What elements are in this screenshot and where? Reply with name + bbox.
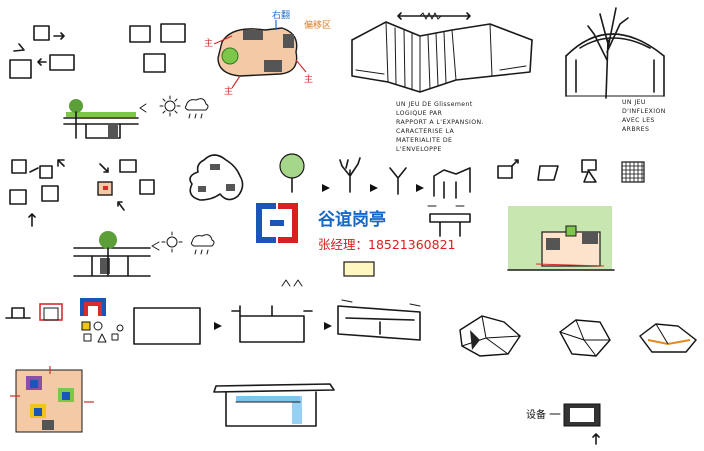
- watermark: 谷谊岗亭 张经理：18521360821: [256, 203, 455, 252]
- yellow-box-sketch: [281, 261, 375, 287]
- colored-plan-bottom: [10, 366, 94, 433]
- trefoil-plan-sketch: [189, 154, 244, 201]
- green-elevation-sketch: [507, 206, 615, 271]
- tree-evolution-sequence: [279, 153, 471, 237]
- french-note-2-line-1: UN JEU: [622, 99, 646, 106]
- pavilion-section-1: [63, 95, 209, 139]
- french-note-1-line-2: LOGIQUE PAR: [396, 110, 443, 117]
- equipment-label: 设备: [526, 408, 546, 421]
- arched-pavilion-with-tree: [565, 7, 665, 99]
- french-note-1-line-5: MATERIALITE DE: [396, 137, 452, 144]
- scattered-boxes-sketch: [9, 159, 65, 227]
- primitive-symbols: [81, 321, 124, 343]
- french-note-1-line-4: CARACTERISE LA: [396, 128, 454, 135]
- french-note-2-line-4: ARBRES: [622, 126, 649, 133]
- equipment-sketch: 设备: [526, 403, 601, 445]
- plan-label-blue: 右翻: [272, 9, 290, 21]
- building-perspective-blue-band: [213, 383, 335, 427]
- frame-sequence: [5, 298, 106, 321]
- company-logo: [256, 203, 298, 243]
- french-note-2-line-2: D'INFLEXION: [622, 108, 666, 115]
- box-sketch-group-2: [129, 23, 186, 73]
- plan-label-main-right: 主: [304, 73, 313, 85]
- folded-envelope-perspective: [351, 12, 533, 93]
- converging-boxes-sketch: [97, 159, 155, 211]
- folded-paper-models: [459, 315, 698, 357]
- french-note-2-line-3: AVEC LES: [622, 117, 655, 124]
- watermark-contact: 张经理：18521360821: [318, 237, 455, 252]
- volume-transformation-sequence: [133, 299, 421, 345]
- french-note-1-line-6: L'ENVELOPPE: [396, 146, 442, 153]
- french-note-1-line-1: UN JEU DE Glissement: [396, 101, 473, 108]
- watermark-company-name: 谷谊岗亭: [318, 209, 386, 230]
- plan-label-main-bottom: 主: [224, 85, 233, 97]
- french-note-1: UN JEU DE Glissement LOGIQUE PAR RAPPORT…: [396, 101, 484, 153]
- french-note-2: UN JEU D'INFLEXION AVEC LES ARBRES: [622, 99, 666, 133]
- french-note-1-line-3: RAPPORT A L'EXPANSION.: [396, 119, 484, 126]
- plan-label-main-left: 主: [204, 37, 213, 49]
- colored-plan-diagram: 主 主 主 右翻 偏移区: [204, 9, 331, 97]
- primitive-shapes: [497, 159, 645, 183]
- box-sketch-group-1: [9, 25, 75, 79]
- pavilion-section-2: [73, 231, 215, 277]
- plan-label-orange: 偏移区: [304, 19, 331, 31]
